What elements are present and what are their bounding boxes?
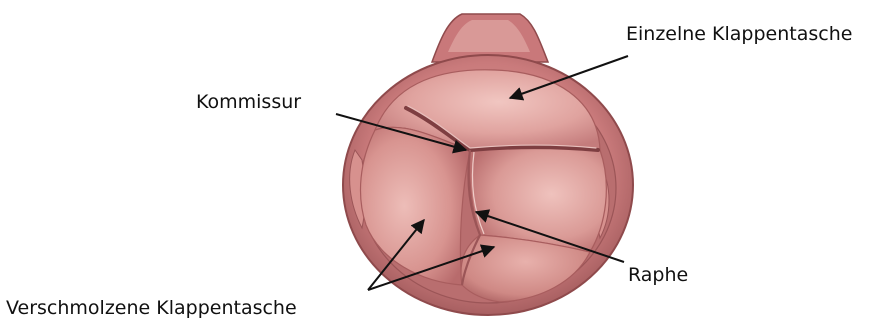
label-raphe: Raphe <box>628 264 688 286</box>
label-single-cusp: Einzelne Klappentasche <box>626 23 852 45</box>
label-fused-cusp: Verschmolzene Klappentasche <box>6 297 297 319</box>
label-commissure: Kommissur <box>196 91 301 113</box>
